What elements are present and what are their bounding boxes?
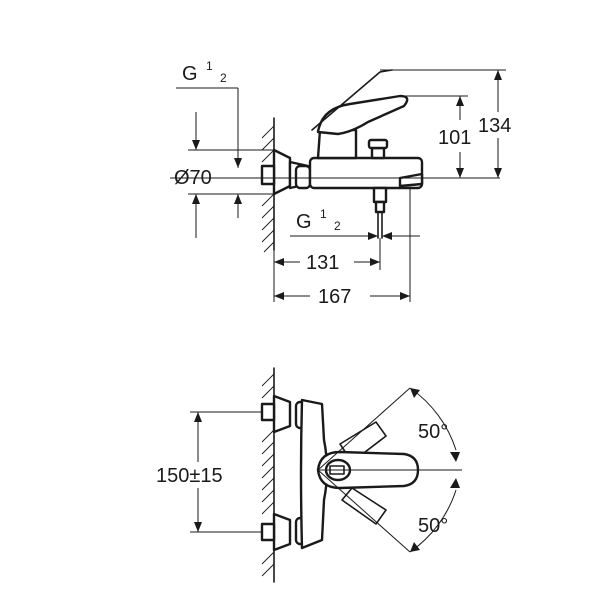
rosette-side <box>260 148 312 196</box>
thread-top-letter: G <box>182 63 198 85</box>
side-view: G 1 2 Ø70 G 1 2 <box>170 59 511 308</box>
thread-top-callout: G 1 2 <box>176 59 242 168</box>
mixer-body-front <box>299 398 420 550</box>
thread-top-sup: 1 <box>206 59 213 73</box>
mixer-body-side <box>308 128 424 239</box>
height-spout-dimension: 101 <box>404 95 471 178</box>
height-total-dimension: 134 <box>380 69 511 178</box>
thread-bottom-sub: 2 <box>334 219 341 233</box>
center-distance-label: 150±15 <box>156 465 223 487</box>
thread-bottom-sup: 1 <box>320 207 327 221</box>
angle-lines: 50° 50° <box>317 387 462 553</box>
height-total-label: 134 <box>478 115 511 137</box>
depth-spout-label: 131 <box>306 252 339 274</box>
depth-total-dimension: 167 <box>274 188 411 308</box>
height-spout-label: 101 <box>438 127 471 149</box>
angle-bottom-label: 50° <box>418 515 448 537</box>
center-distance-dimension: 150±15 <box>156 411 262 533</box>
depth-spout-dimension: 131 <box>273 238 381 302</box>
diameter-label: Ø70 <box>174 167 212 189</box>
diameter-dimension: Ø70 <box>174 112 274 238</box>
thread-bottom-callout: G 1 2 <box>290 207 420 240</box>
lever-side <box>311 69 409 136</box>
angle-top-label: 50° <box>418 421 448 443</box>
depth-total-label: 167 <box>318 286 351 308</box>
wall-front <box>261 367 275 583</box>
front-view: 50° 50° 150±15 <box>156 367 462 583</box>
thread-top-sub: 2 <box>220 71 227 85</box>
rosette-front-bottom <box>260 512 312 552</box>
thread-bottom-letter: G <box>296 211 312 233</box>
